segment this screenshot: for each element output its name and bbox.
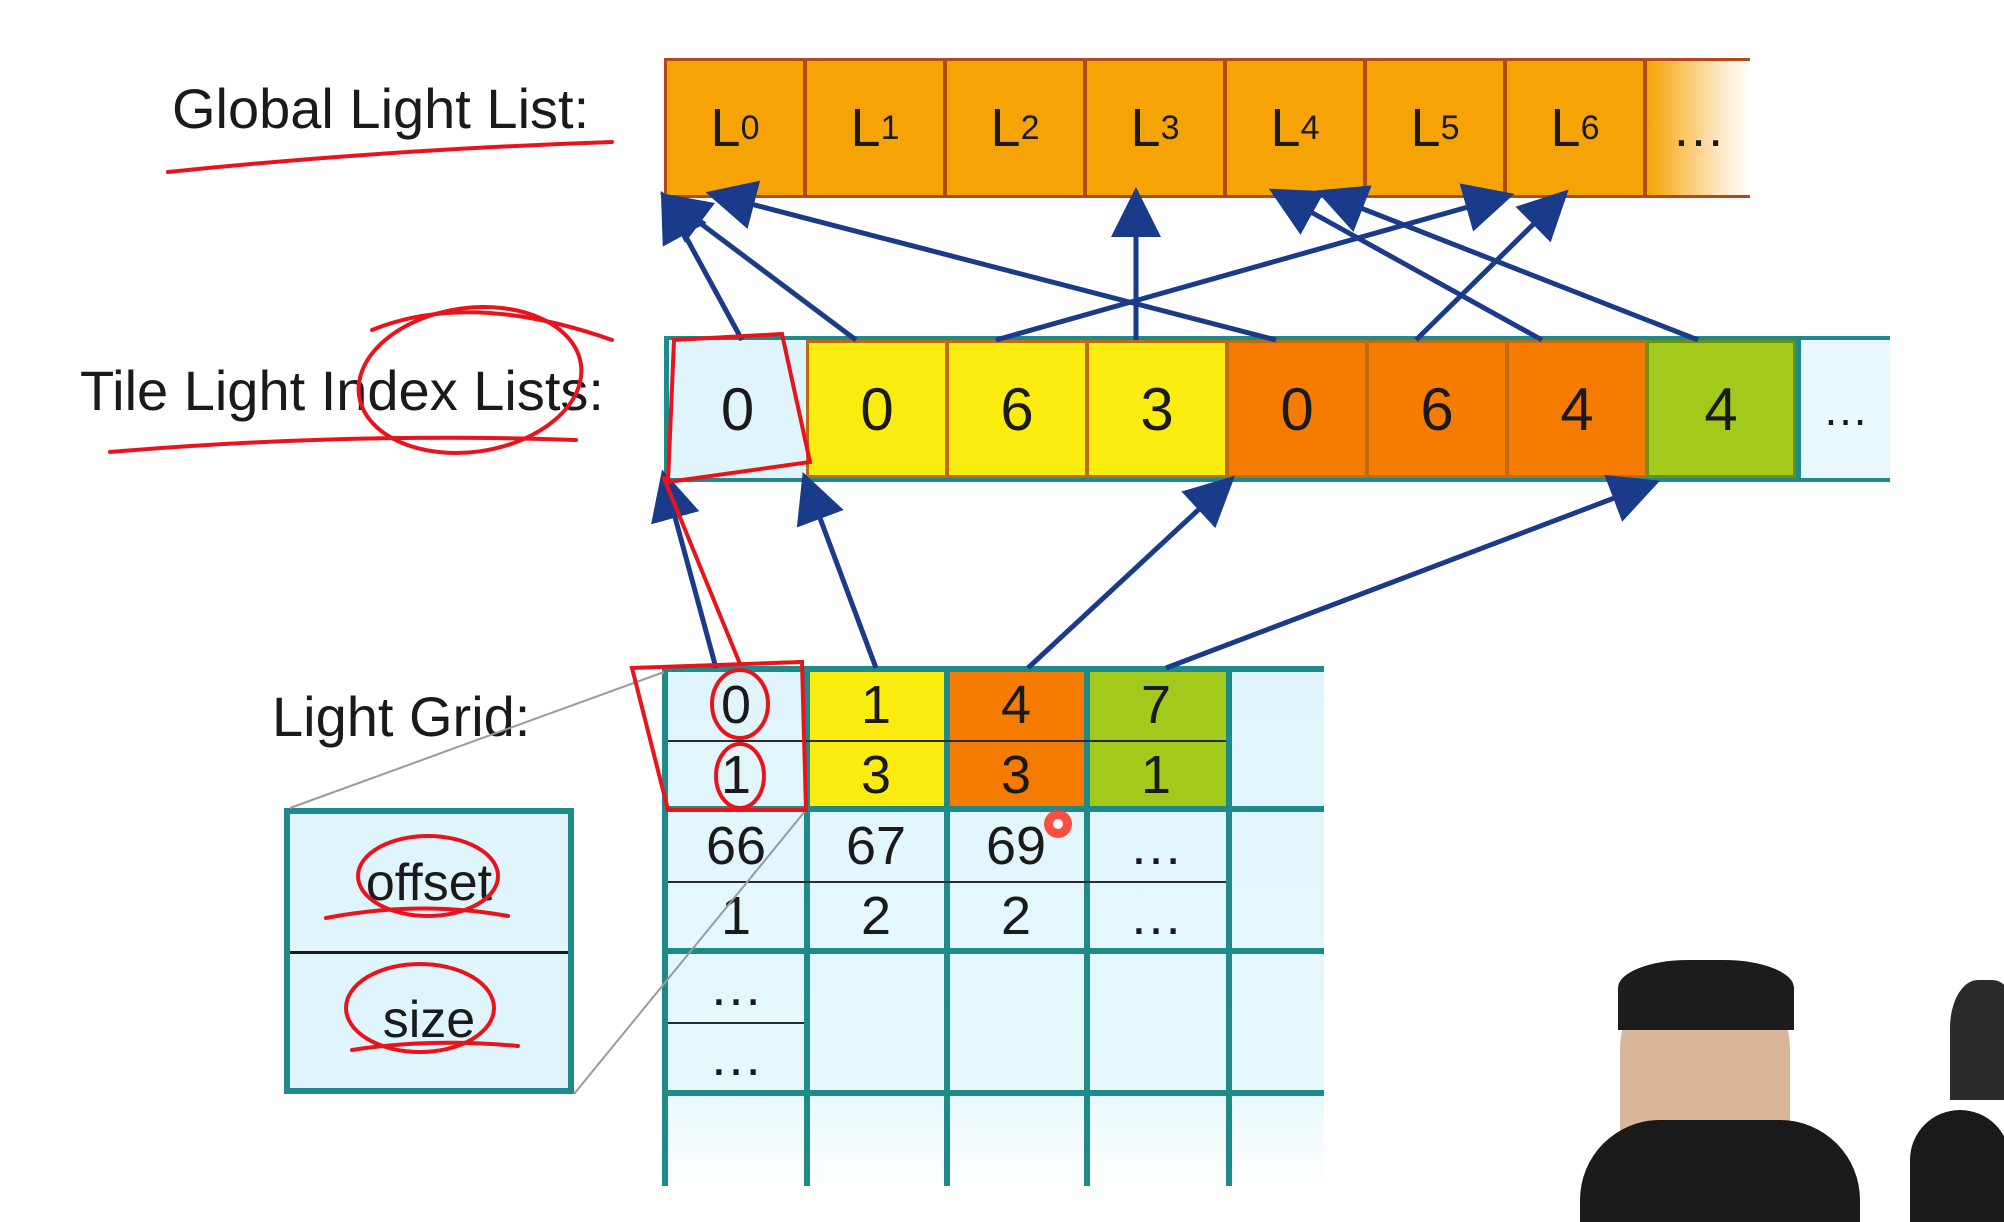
grid-offset-value: … bbox=[1129, 816, 1183, 876]
index-arrow bbox=[1268, 188, 1544, 343]
grid-hline bbox=[664, 948, 1324, 954]
grid-cell-legend: offset size bbox=[284, 808, 574, 1094]
grid-arrow bbox=[1165, 475, 1661, 671]
grid-offset-value: 66 bbox=[705, 816, 767, 876]
grid-inner-divider bbox=[668, 1022, 804, 1024]
tile-list-bottom-border bbox=[664, 477, 1890, 482]
tile-light-index-lists-label: Tile Light Index Lists: bbox=[80, 359, 604, 422]
tile-index-cell: 4 bbox=[1646, 340, 1796, 478]
tile-index-cell: 0 bbox=[1226, 340, 1368, 478]
tile-list-top-border bbox=[664, 336, 1890, 341]
legend-divider bbox=[290, 951, 568, 954]
index-arrow bbox=[660, 193, 858, 342]
grid-offset-value: 67 bbox=[845, 816, 907, 876]
underline-annotation bbox=[108, 435, 578, 454]
grid-size-value: 3 bbox=[860, 745, 892, 805]
tile-index-cell: 4 bbox=[1506, 340, 1648, 478]
grid-size-value: 1 bbox=[720, 745, 752, 805]
presenter-hair bbox=[1618, 960, 1794, 1030]
index-arrow bbox=[705, 180, 1277, 343]
underline-annotation bbox=[350, 1040, 520, 1052]
circle-annotation bbox=[356, 834, 500, 918]
underline-annotation bbox=[166, 140, 614, 174]
circle-annotation bbox=[710, 668, 770, 740]
tile-index-cell: 0 bbox=[664, 340, 806, 478]
grid-vline bbox=[1084, 666, 1090, 1186]
grid-offset-value: 4 bbox=[1000, 675, 1032, 735]
grid-arrow bbox=[796, 471, 879, 669]
box-annotation bbox=[629, 659, 809, 812]
zoom-line bbox=[573, 809, 807, 1095]
grid-arrow bbox=[1026, 475, 1235, 670]
circle-annotation bbox=[370, 310, 614, 342]
presenter-video bbox=[1580, 960, 2004, 1222]
tile-index-cell: 0 bbox=[806, 340, 948, 478]
grid-hline bbox=[664, 806, 1324, 812]
global-light-ellipsis-cell: … bbox=[1644, 58, 1750, 198]
index-arrow bbox=[1414, 189, 1569, 342]
grid-hline bbox=[664, 1090, 1324, 1096]
grid-vline bbox=[944, 666, 950, 1186]
grid-vline bbox=[662, 666, 668, 1186]
grid-offset-value: 1 bbox=[860, 675, 892, 735]
presenter-body bbox=[1580, 1120, 1860, 1222]
global-light-list-label: Global Light List: bbox=[172, 77, 590, 140]
tile-index-cell: 6 bbox=[1366, 340, 1508, 478]
circle-annotation bbox=[356, 305, 584, 455]
grid-offset-value: 0 bbox=[720, 675, 752, 735]
grid-offset-value: … bbox=[709, 957, 763, 1017]
circle-annotation bbox=[714, 742, 766, 810]
bracket-annotation bbox=[662, 476, 742, 666]
grid-offset-value: 69 bbox=[985, 816, 1047, 876]
second-presenter bbox=[1950, 980, 2004, 1100]
second-presenter-body bbox=[1910, 1110, 2004, 1222]
grid-vline bbox=[804, 666, 810, 1186]
grid-arrow bbox=[651, 469, 719, 669]
grid-inner-divider bbox=[668, 740, 1226, 742]
underline-annotation bbox=[324, 906, 510, 920]
circle-annotation bbox=[344, 962, 496, 1054]
grid-size-value: … bbox=[1129, 886, 1183, 946]
tile-index-ellipsis-cell: … bbox=[1796, 340, 1890, 478]
grid-size-value: … bbox=[709, 1027, 763, 1087]
grid-size-value: 1 bbox=[1140, 745, 1172, 805]
legend-size-label: size bbox=[382, 990, 476, 1049]
grid-inner-divider bbox=[668, 881, 1226, 883]
grid-hline bbox=[664, 666, 1324, 672]
grid-size-value: 2 bbox=[1000, 886, 1032, 946]
legend-offset-label: offset bbox=[365, 853, 493, 912]
grid-vline bbox=[1226, 666, 1232, 1186]
index-arrow bbox=[995, 183, 1515, 343]
tile-index-cell: 6 bbox=[946, 340, 1088, 478]
light-grid-label: Light Grid: bbox=[272, 685, 531, 748]
zoom-line bbox=[289, 671, 665, 809]
grid-size-value: 2 bbox=[860, 886, 892, 946]
grid-offset-value: 7 bbox=[1140, 675, 1172, 735]
grid-size-value: 3 bbox=[1000, 745, 1032, 805]
index-arrow bbox=[1316, 185, 1699, 343]
box-annotation bbox=[665, 331, 813, 485]
